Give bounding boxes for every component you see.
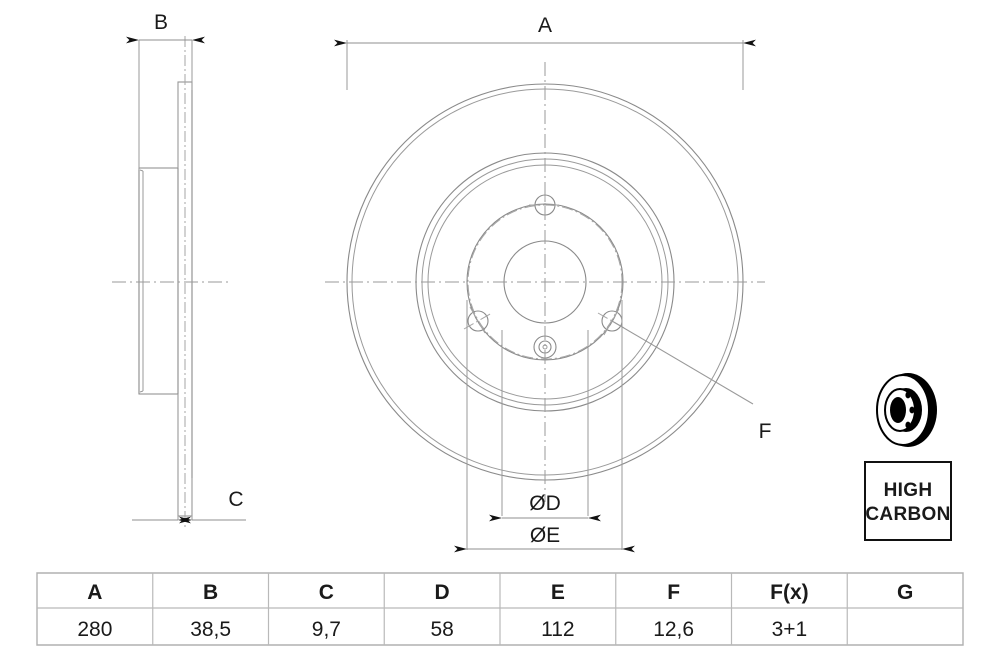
table-header-a: A [87, 581, 102, 604]
callout-f-leader [611, 320, 754, 405]
table-header-e: E [551, 581, 565, 604]
table-value-b: 38,5 [190, 618, 231, 641]
table-value-e: 112 [541, 618, 574, 641]
table-value-fx: 3+1 [772, 618, 808, 641]
brake-disc-icon [876, 373, 937, 447]
front-disc-view [325, 62, 765, 502]
dimension-a: A [334, 14, 756, 90]
table-header-c: C [319, 581, 334, 604]
table-header-d: D [435, 581, 450, 604]
bolt-hole-lower-left [463, 306, 493, 336]
dimension-b: B [126, 11, 205, 170]
dimension-c: C [132, 478, 246, 524]
table-value-d: 58 [430, 618, 453, 641]
table-header-g: G [897, 581, 913, 604]
dimension-label-b: B [154, 11, 168, 34]
table-header-fx: F(x) [770, 581, 809, 604]
side-section-view [112, 36, 230, 530]
dimension-label-c: C [228, 488, 243, 511]
table-value-c: 9,7 [312, 618, 341, 641]
callout-f: F [611, 320, 772, 443]
table-header-f: F [667, 581, 680, 604]
badge-line-1: HIGH [884, 480, 933, 501]
dimension-bolt-circle: ØD [489, 330, 601, 522]
dimension-label-hub: ØE [530, 524, 560, 547]
badge-line-2: CARBON [865, 504, 950, 525]
table-value-f: 12,6 [653, 618, 694, 641]
callout-label-f: F [759, 420, 772, 443]
specification-table: A B C D E F F(x) G 280 38,5 9,7 58 112 12,6 3+1 [36, 572, 964, 646]
dimension-label-a: A [538, 14, 552, 37]
dimension-label-bolt-circle: ØD [529, 492, 561, 515]
high-carbon-badge: HIGH CARBON [864, 461, 952, 541]
table-header-b: B [203, 581, 218, 604]
dimension-hub: ØE [454, 300, 635, 553]
table-value-a: 280 [77, 618, 112, 641]
